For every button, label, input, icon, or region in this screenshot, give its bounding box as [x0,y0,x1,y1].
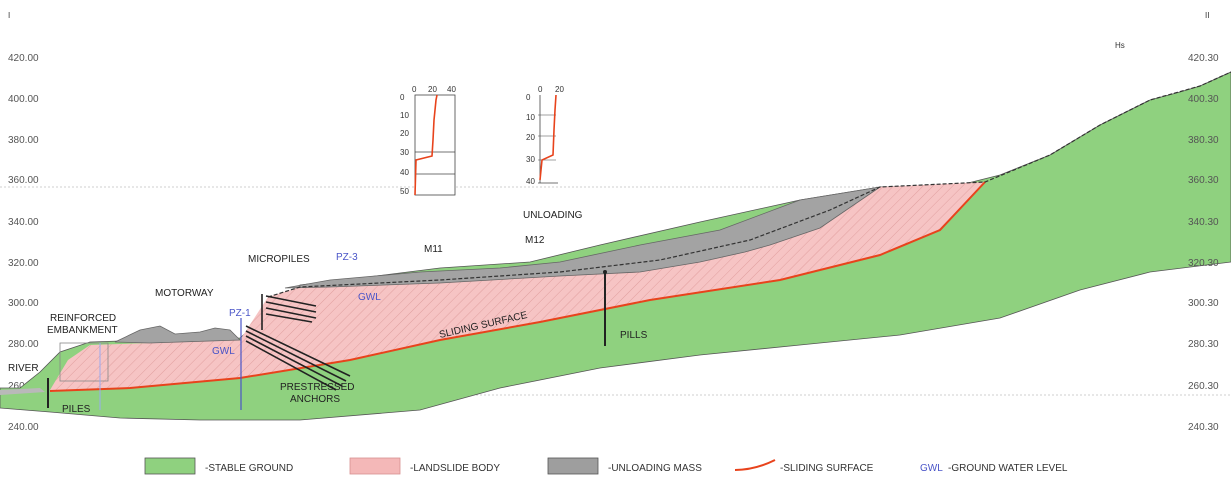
legend-label-gwl: -GROUND WATER LEVEL [948,463,1068,474]
micropiles [261,294,317,330]
incl1-tick-y-0: 0 [400,93,405,102]
label-gwl-2: GWL [358,292,381,303]
elev-left-2: 380.00 [8,135,39,146]
elev-left-6: 300.00 [8,298,39,309]
incl1-tick-x-2: 40 [447,85,456,94]
elev-right-8: 260.30 [1188,381,1219,392]
elev-right-6: 300.30 [1188,298,1219,309]
river-water [0,388,45,395]
label-embankment: EMBANKMENT [47,325,118,336]
label-reinforced: REINFORCED [50,313,116,324]
label-pz1: PZ-1 [229,308,251,319]
elev-right-3: 360.30 [1188,175,1219,186]
legend-swatch-stable [144,457,196,475]
legend-swatch-landslide [349,457,401,475]
corner-mark-right: II [1205,11,1209,20]
label-m1: M11 [424,244,443,255]
incl2-tick-y-2: 20 [526,133,535,142]
incl1-tick-y-2: 20 [400,129,409,138]
reinforced-embankment [59,342,109,382]
elev-right-7: 280.30 [1188,339,1219,350]
pile-right-head [603,270,607,274]
label-gwl-1: GWL [212,346,235,357]
legend-label-stable: -STABLE GROUND [205,463,293,474]
legend-swatch-unloading [547,457,599,475]
elev-left-0: 420.00 [8,53,39,64]
elev-right-4: 340.30 [1188,217,1219,228]
label-hs: Hs [1115,41,1125,50]
incl1-tick-x-0: 0 [412,85,417,94]
inclinometer-plot-2: 0 20 0 10 20 30 40 [526,85,564,186]
elev-left-1: 400.00 [8,94,39,105]
legend: -STABLE GROUND -LANDSLIDE BODY -UNLOADIN… [144,457,1068,475]
incl1-tick-x-1: 20 [428,85,437,94]
incl1-tick-y-1: 10 [400,111,409,120]
label-anchors: ANCHORS [290,394,340,405]
legend-label-unloading: -UNLOADING MASS [608,463,702,474]
incl2-tick-y-3: 30 [526,155,535,164]
incl1-tick-y-4: 40 [400,168,409,177]
label-pz3: PZ-3 [336,252,358,263]
sliding-surface-line [49,181,986,392]
label-unloading: UNLOADING [523,210,583,221]
elev-right-1: 400.30 [1188,94,1219,105]
incl1-tick-y-5: 50 [400,187,409,196]
inclinometer-plot-1: 0 20 40 0 10 20 30 40 50 [400,85,456,196]
corner-mark-left: I [8,11,10,20]
elev-right-9: 240.30 [1188,422,1219,433]
elev-right-5: 320.30 [1188,258,1219,269]
label-m2: M12 [525,235,545,246]
incl2-tick-y-4: 40 [526,177,535,186]
label-river: RIVER [8,363,39,374]
legend-symbol-gwl: GWL [920,463,943,474]
legend-swatch-sliding [734,459,776,471]
incl2-tick-y-1: 10 [526,113,535,122]
elevation-axis-right: 420.30 400.30 380.30 360.30 340.30 320.3… [1188,53,1219,433]
elev-right-0: 420.30 [1188,53,1219,64]
label-piles-left: PILES [62,404,91,415]
incl2-tick-x-1: 20 [555,85,564,94]
ground-surface-line [267,71,1231,298]
unloading-mass [284,186,881,289]
elev-left-5: 320.00 [8,258,39,269]
elev-left-9: 240.00 [8,422,39,433]
label-micropiles: MICROPILES [248,254,310,265]
elev-left-7: 280.00 [8,339,39,350]
legend-label-sliding: -SLIDING SURFACE [780,463,874,474]
motorway-mounds [114,325,241,344]
elev-right-2: 380.30 [1188,135,1219,146]
prestressed-anchors [245,325,351,391]
label-motorway: MOTORWAY [155,288,214,299]
elev-left-4: 340.00 [8,217,39,228]
landslide-hatch [50,182,985,392]
incl1-tick-y-3: 30 [400,148,409,157]
elev-left-3: 360.00 [8,175,39,186]
incl2-tick-x-0: 0 [538,85,543,94]
legend-label-landslide: -LANDSLIDE BODY [410,463,500,474]
incl2-tick-y-0: 0 [526,93,531,102]
label-prestressed: PRESTRESSED [280,382,354,393]
label-piles-right: PILLS [620,330,648,341]
